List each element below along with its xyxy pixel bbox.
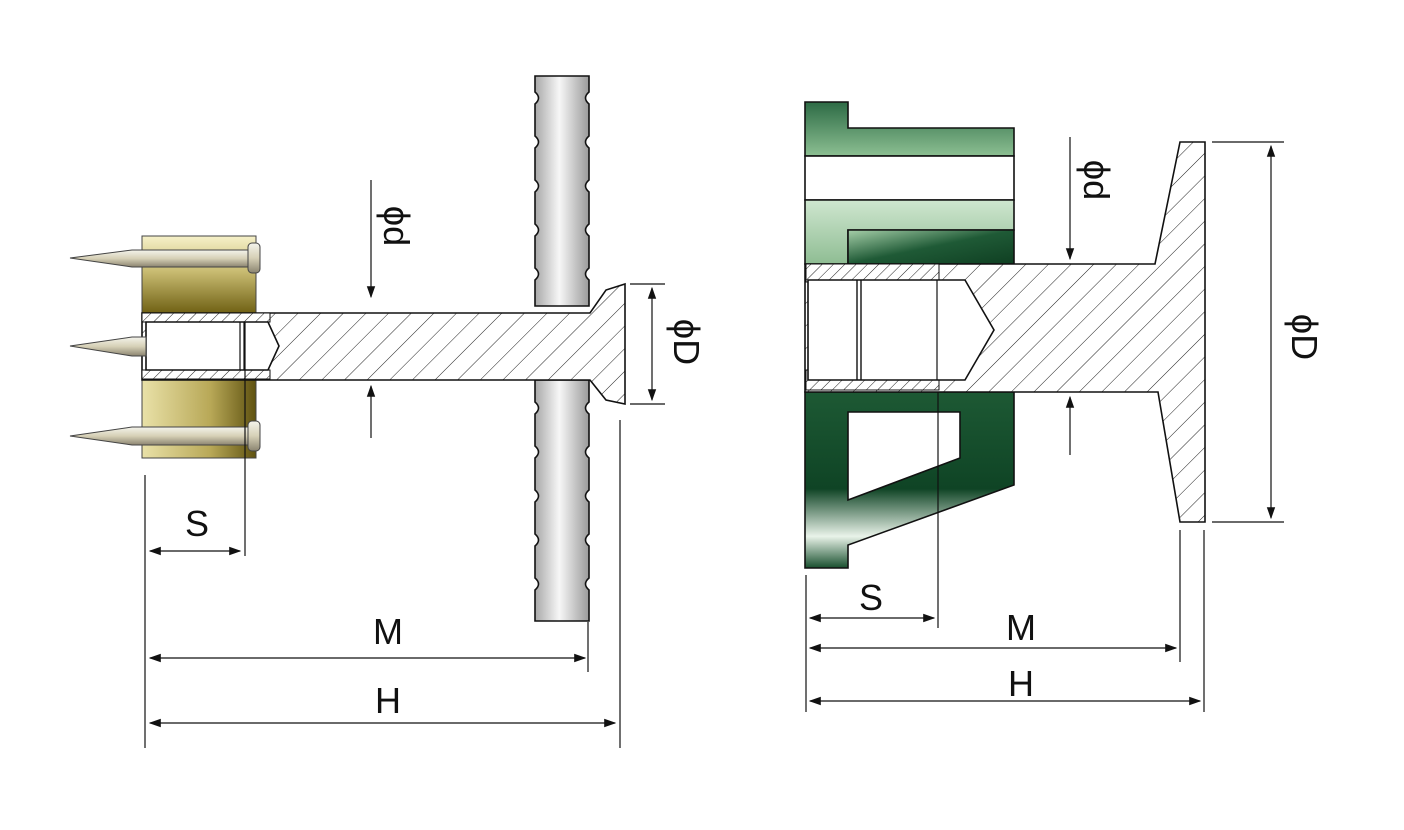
- left-label-h: H: [375, 680, 401, 721]
- right-insert-diagram: S M H ϕd ϕD: [804, 101, 1325, 712]
- nail-top: [69, 242, 261, 274]
- holder-top-flange: [804, 101, 1015, 157]
- left-insert-diagram: S M H ϕd ϕD: [69, 75, 707, 748]
- left-label-small-d: ϕd: [376, 206, 417, 246]
- left-label-m: M: [373, 611, 403, 652]
- bolt-body: [804, 141, 1206, 523]
- thread-fine-bottom: [141, 369, 271, 380]
- right-label-h: H: [1008, 663, 1034, 704]
- nail-middle: [69, 336, 147, 357]
- left-label-s: S: [185, 503, 209, 544]
- rebar-lower: [534, 379, 590, 622]
- nail-bottom: [69, 420, 261, 452]
- brass-sleeve-bottom: [141, 379, 257, 459]
- holder-bottom-cutout: [847, 411, 961, 502]
- right-label-small-d: ϕd: [1076, 160, 1117, 200]
- left-label-large-d: ϕD: [666, 319, 707, 365]
- rebar: [534, 75, 590, 307]
- brass-sleeve-top: [141, 235, 257, 315]
- holder-gap: [804, 155, 1015, 201]
- right-label-m: M: [1006, 607, 1036, 648]
- right-label-large-d: ϕD: [1284, 314, 1325, 360]
- thread-fine-top: [141, 312, 271, 323]
- right-label-s: S: [859, 577, 883, 618]
- holder-dark-band: [847, 229, 1015, 265]
- socket-bore: [145, 321, 280, 371]
- bore-cavity: [807, 279, 995, 381]
